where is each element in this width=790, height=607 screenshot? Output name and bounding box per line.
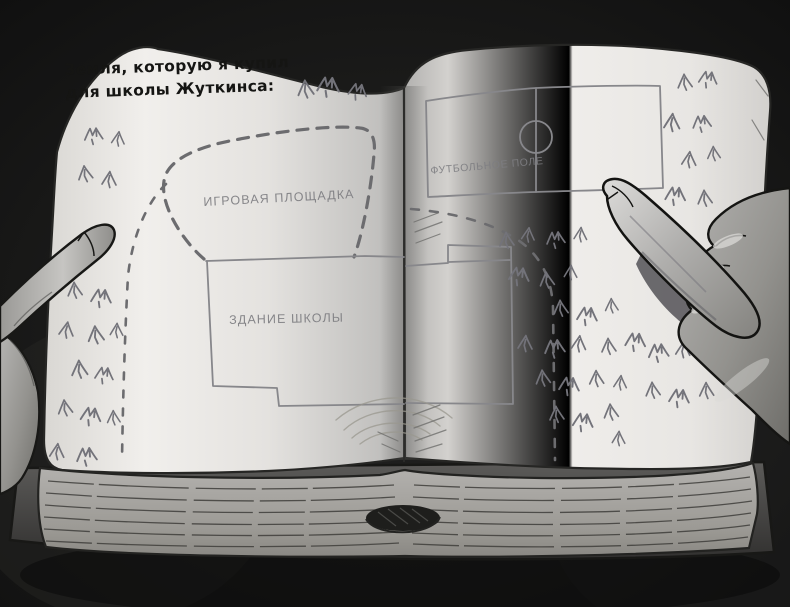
field-center-circle	[519, 120, 553, 154]
finger-shading	[641, 251, 717, 321]
school-building-outline-right	[405, 244, 514, 405]
page-stack	[37, 461, 759, 558]
ripple-arcs	[335, 397, 453, 445]
thumb-nail	[77, 231, 95, 257]
finger-shading	[629, 215, 707, 293]
left-hand-side	[0, 330, 41, 496]
spine-notch	[366, 505, 440, 531]
left-thumb	[0, 223, 116, 344]
handwritten-note: Земля, которую я купил для школы Жуткинс…	[64, 51, 290, 105]
right-index-finger	[601, 177, 761, 339]
area-label-school-building: ЗДАНИЕ ШКОЛЫ	[229, 310, 345, 327]
right-hand	[601, 177, 790, 446]
school-building-outline	[205, 255, 405, 407]
boundary-left-dashed	[120, 182, 168, 462]
football-field-outline	[425, 84, 664, 198]
left-hand-shading	[9, 291, 53, 387]
boundary-right-dashed	[409, 207, 557, 462]
left-hand	[0, 223, 116, 496]
pencil-map	[48, 70, 769, 468]
index-finger-nail	[607, 185, 634, 208]
right-page	[402, 43, 772, 471]
